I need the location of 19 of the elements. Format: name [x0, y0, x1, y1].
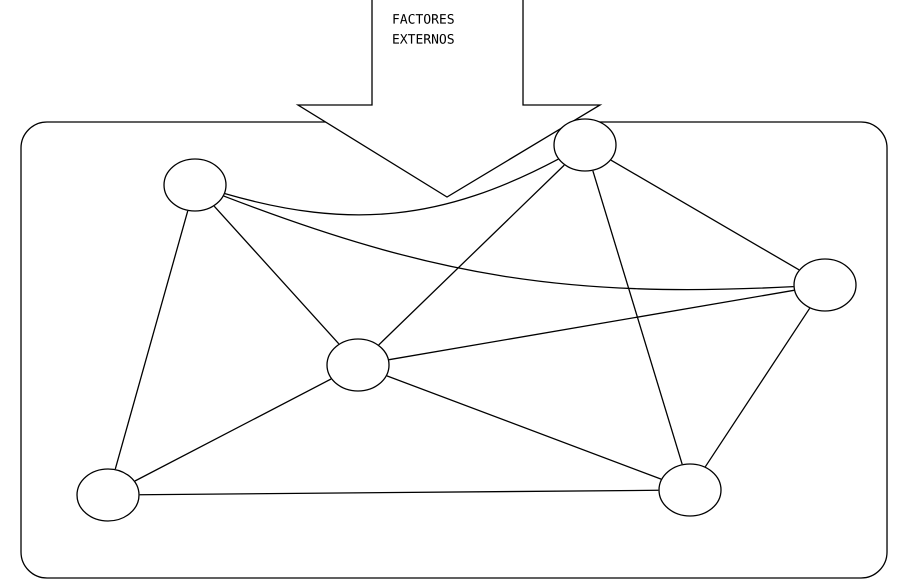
connector-line: [224, 158, 558, 216]
connector-line: [214, 206, 340, 344]
circle-node: [553, 118, 617, 172]
connector-line: [704, 308, 810, 468]
connector-line: [610, 160, 800, 270]
circle-node: [76, 468, 140, 522]
connector-line: [386, 375, 662, 480]
connector-line: [592, 170, 683, 464]
circle-node: [326, 338, 390, 392]
connector-line: [134, 378, 332, 482]
connector-line: [140, 490, 658, 496]
connector-line: [388, 290, 794, 360]
connector-line: [114, 210, 188, 470]
connector-line: [224, 195, 794, 290]
circle-node: [793, 258, 857, 312]
connector-line: [378, 164, 565, 346]
circle-node: [658, 463, 722, 517]
circle-node: [163, 158, 227, 212]
frame-box: [20, 121, 888, 579]
